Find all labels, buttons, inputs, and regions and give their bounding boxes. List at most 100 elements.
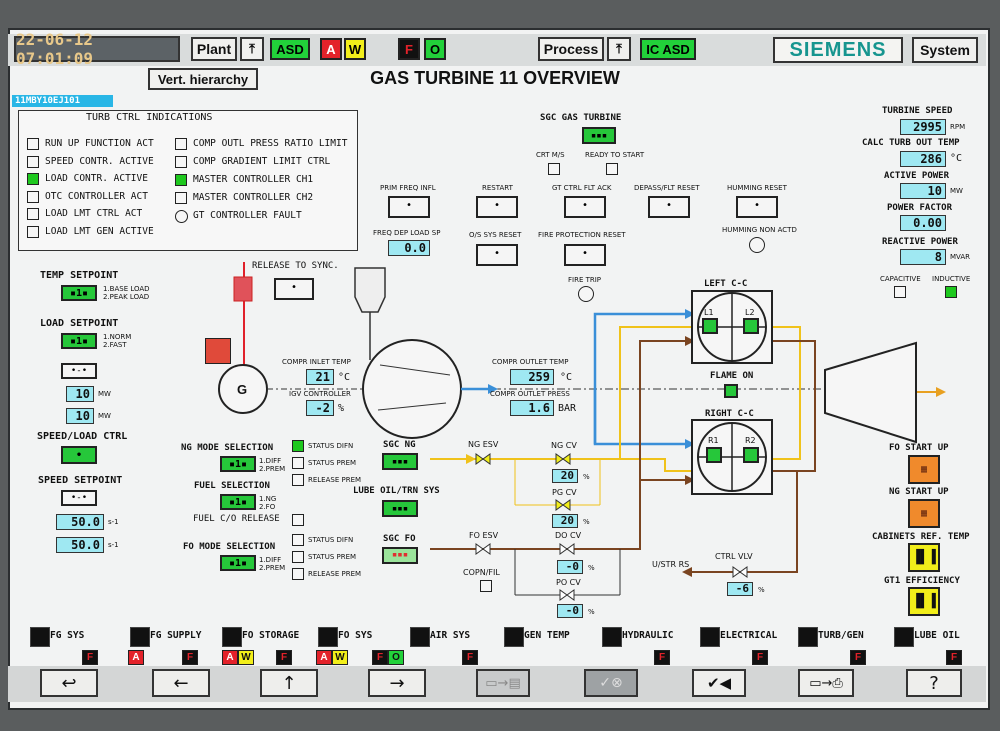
depass-flt-reset-label: DEPASS/FLT RESET (634, 184, 700, 192)
system-nav-button[interactable] (894, 627, 914, 647)
left-button[interactable]: ← (152, 669, 210, 697)
lube-oil-fault-flag[interactable]: F (946, 650, 962, 665)
lube-oil-trn-sys-indicator[interactable]: ▪▪▪ (382, 500, 418, 517)
sync-icon[interactable] (205, 338, 231, 364)
load-mw-value-2[interactable]: 10 (66, 408, 94, 424)
reactive-power-value[interactable]: 8 (900, 249, 946, 265)
asd-indicator[interactable]: ASD (270, 38, 310, 60)
speed-load-ctrl-indicator[interactable]: • (61, 446, 97, 464)
alarm-a-indicator[interactable]: A (320, 38, 342, 60)
fo-storage-fault-flag[interactable]: F (276, 650, 292, 665)
sgc-fo-indicator[interactable]: ▪▪▪ (382, 547, 418, 564)
speed-setpoint-adjust-button[interactable]: •-• (61, 490, 97, 506)
freq-dep-load-sp-value[interactable]: 0.0 (388, 240, 430, 256)
gen-temp-fault-flag[interactable]: F (462, 650, 478, 665)
air-sys-o-flag[interactable]: O (388, 650, 404, 665)
screen-transfer-button[interactable]: ▭→▤ (476, 669, 530, 697)
fg-sys-fault-flag[interactable]: F (82, 650, 98, 665)
process-hierarchy-up-button[interactable]: ⤒ (607, 37, 631, 61)
compr-outlet-press-value[interactable]: 1.6 (510, 400, 554, 416)
back-button[interactable]: ↩ (40, 669, 98, 697)
fo-sys-alarm-flag[interactable]: A (316, 650, 332, 665)
up-button[interactable]: ↑ (260, 669, 318, 697)
gt1-efficiency-bar-icon[interactable]: ▐▌▐ (908, 587, 940, 616)
release-to-sync-button[interactable]: • (274, 278, 314, 300)
system-nav-button[interactable] (602, 627, 622, 647)
po-cv-value[interactable]: -0 (557, 604, 583, 618)
speed-setpoint-value-1[interactable]: 50.0 (56, 514, 104, 530)
os-sys-reset-button[interactable]: • (476, 244, 518, 266)
load-setpoint-adjust-button[interactable]: •-• (61, 363, 97, 379)
sgc-gas-turbine-indicator[interactable]: ▪▪▪ (582, 127, 616, 144)
restart-button[interactable]: • (476, 196, 518, 218)
system-nav-button[interactable] (318, 627, 338, 647)
help-button[interactable]: ? (906, 669, 962, 697)
system-nav-button[interactable] (700, 627, 720, 647)
object-tag[interactable]: 11MBY10EJ101 (12, 95, 113, 107)
active-power-value[interactable]: 10 (900, 183, 946, 199)
compr-inlet-temp-value[interactable]: 21 (306, 369, 334, 385)
humming-reset-button[interactable]: • (736, 196, 778, 218)
burner-r1[interactable] (706, 447, 722, 463)
system-nav-button[interactable] (222, 627, 242, 647)
system-button[interactable]: System (912, 37, 978, 63)
right-cc-label: RIGHT C-C (705, 409, 754, 419)
burner-l1[interactable] (702, 318, 718, 334)
plant-hierarchy-up-button[interactable]: ⤒ (240, 37, 264, 61)
o-indicator[interactable]: O (424, 38, 446, 60)
mvar-unit: MVAR (950, 253, 971, 261)
power-factor-value[interactable]: 0.00 (900, 215, 946, 231)
warning-w-indicator[interactable]: W (344, 38, 366, 60)
fo-start-up-chart-icon[interactable]: ▦ (908, 455, 940, 484)
igv-controller-label: IGV CONTROLLER (289, 390, 351, 398)
sgc-ng-indicator[interactable]: ▪▪▪ (382, 453, 418, 470)
vert-hierarchy-button[interactable]: Vert. hierarchy (148, 68, 258, 90)
compr-outlet-temp-value[interactable]: 259 (510, 369, 554, 385)
system-nav-button[interactable] (798, 627, 818, 647)
fuel-selector[interactable]: ▪1▪ (220, 494, 256, 510)
fg-supply-fault-flag[interactable]: F (182, 650, 198, 665)
acknowledge-disabled-button[interactable]: ✓⊗ (584, 669, 638, 697)
turb-ctrl-right-indicator (175, 138, 187, 150)
cabinets-ref-temp-bar-icon[interactable]: ▐▌▐ (908, 543, 940, 572)
burner-r2[interactable] (743, 447, 759, 463)
igv-controller-value[interactable]: -2 (306, 400, 334, 416)
speed-setpoint-value-2[interactable]: 50.0 (56, 537, 104, 553)
do-cv-value[interactable]: -0 (557, 560, 583, 574)
system-nav-button[interactable] (130, 627, 150, 647)
print-screen-button[interactable]: ▭→⎙ (798, 669, 854, 697)
gt-ctrl-flt-ack-button[interactable]: • (564, 196, 606, 218)
system-nav-button[interactable] (504, 627, 524, 647)
burner-l2[interactable] (743, 318, 759, 334)
turbine-speed-value[interactable]: 2995 (900, 119, 946, 135)
ic-asd-indicator[interactable]: IC ASD (640, 38, 696, 60)
turb-gen-fault-flag[interactable]: F (850, 650, 866, 665)
right-button[interactable]: → (368, 669, 426, 697)
fo-storage-warning-flag[interactable]: W (238, 650, 254, 665)
calc-turb-out-temp-value[interactable]: 286 (900, 151, 946, 167)
depass-flt-reset-button[interactable]: • (648, 196, 690, 218)
fault-f-indicator[interactable]: F (398, 38, 420, 60)
fg-supply-alarm-flag[interactable]: A (128, 650, 144, 665)
system-nav-button[interactable] (30, 627, 50, 647)
pg-cv-value[interactable]: 20 (552, 514, 578, 528)
fire-protection-reset-button[interactable]: • (564, 244, 606, 266)
ctrl-vlv-value[interactable]: -6 (727, 582, 753, 596)
fo-sys-warning-flag[interactable]: W (332, 650, 348, 665)
air-sys-fault-flag[interactable]: F (372, 650, 388, 665)
temp-setpoint-selector[interactable]: ▪1▪ (61, 285, 97, 301)
load-setpoint-selector[interactable]: ▪1▪ (61, 333, 97, 349)
load-mw-value-1[interactable]: 10 (66, 386, 94, 402)
electrical-fault-flag[interactable]: F (752, 650, 768, 665)
ng-mode-selector[interactable]: ▪1▪ (220, 456, 256, 472)
prim-freq-infl-button[interactable]: • (388, 196, 430, 218)
system-nav-button[interactable] (410, 627, 430, 647)
hydraulic-fault-flag[interactable]: F (654, 650, 670, 665)
plant-button[interactable]: Plant (191, 37, 237, 61)
fo-storage-alarm-flag[interactable]: A (222, 650, 238, 665)
ng-cv-value[interactable]: 20 (552, 469, 578, 483)
acknowledge-button[interactable]: ✔◀ (692, 669, 746, 697)
process-button[interactable]: Process (538, 37, 604, 61)
fo-mode-selector[interactable]: ▪1▪ (220, 555, 256, 571)
ng-start-up-chart-icon[interactable]: ▦ (908, 499, 940, 528)
